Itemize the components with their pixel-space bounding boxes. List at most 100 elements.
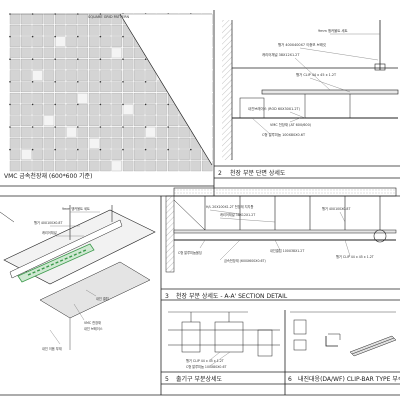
ceiling-tile xyxy=(100,81,111,93)
ceiling-tile xyxy=(168,138,179,149)
ceiling-tile xyxy=(21,115,32,126)
hanger-point-marker xyxy=(190,148,192,151)
ceiling-tile xyxy=(122,81,134,93)
ceiling-tile xyxy=(100,36,111,47)
ceiling-tile xyxy=(43,160,55,172)
iso-note-hanger: 행거 40X100X0.8T xyxy=(34,220,62,225)
ceiling-tile xyxy=(145,115,156,126)
iso-note-joint: 내진 이음 부재 xyxy=(42,346,62,351)
hanger-point-marker xyxy=(9,35,11,38)
ceiling-tile xyxy=(88,36,100,47)
ceiling-tile xyxy=(43,104,55,115)
hanger-point-marker xyxy=(144,81,147,83)
note-seismic-clip: 내진클립 100X38X1.2T xyxy=(270,248,304,253)
ceiling-tile xyxy=(122,59,134,70)
hanger-point-marker xyxy=(144,126,147,128)
concrete-slab xyxy=(173,187,397,197)
iso-note-brace: 내진 브레이스 xyxy=(84,326,103,331)
ceiling-tile xyxy=(9,70,21,81)
ceiling-tile xyxy=(43,92,55,104)
ceiling-tile xyxy=(88,149,100,160)
ceiling-tile xyxy=(9,126,21,138)
ceiling-tile xyxy=(122,70,134,81)
ceiling-tile xyxy=(43,115,55,126)
ceiling-tile xyxy=(66,59,77,70)
ceiling-tile xyxy=(9,59,21,70)
ceiling-tile xyxy=(55,149,66,160)
ceiling-tile xyxy=(134,104,145,115)
ceiling-tile xyxy=(66,126,77,138)
ceiling-tile xyxy=(100,70,111,81)
ceiling-tile xyxy=(21,138,32,149)
ceiling-tile xyxy=(179,149,190,160)
ceiling-tile xyxy=(111,104,122,115)
fixture-note-clip: 행거 CLIP 44 x 45 x 1.2T xyxy=(186,358,224,363)
iso-carrier xyxy=(9,219,123,279)
hanger-point-marker xyxy=(31,103,34,106)
ceiling-tile xyxy=(145,92,156,104)
ceiling-tile xyxy=(145,104,156,115)
ceiling-tile xyxy=(100,160,111,172)
ceiling-tile xyxy=(77,138,89,149)
ceiling-tile xyxy=(55,92,66,104)
ceiling-tile xyxy=(43,81,55,93)
ceiling-tile xyxy=(55,70,66,81)
note-ceiling-support: H/L 20X100X1.2T 천장재 지지틀 xyxy=(206,204,253,209)
ceiling-tile xyxy=(100,92,111,104)
ceiling-tile xyxy=(32,160,43,172)
hanger-point-marker xyxy=(167,148,169,151)
ceiling-tile xyxy=(21,36,32,47)
ceiling-tile xyxy=(77,36,89,47)
ceiling-tile xyxy=(9,138,21,149)
panel-2-title: 천장 부분 단면 상세도 xyxy=(230,169,286,177)
ceiling-tile xyxy=(77,25,89,36)
ceiling-tile xyxy=(43,59,55,70)
hanger-point-marker xyxy=(99,81,102,83)
ceiling-tile xyxy=(55,115,66,126)
ceiling-tile xyxy=(88,138,100,149)
ceiling-tile xyxy=(88,104,100,115)
hanger-point-marker xyxy=(122,148,124,151)
note-hanger: 행거 40X100X0.8T xyxy=(322,206,350,211)
ceiling-tile xyxy=(190,160,202,172)
ceiling-tile xyxy=(145,160,156,172)
ceiling-tile xyxy=(134,160,145,172)
carrier-rail xyxy=(173,229,397,234)
isometric-detail: 9mm 앵커볼트 세트 행거 40X100X0.8T 캐리어채널 내진 클립 V… xyxy=(0,205,156,351)
ceiling-tile xyxy=(122,92,134,104)
ceiling-tile xyxy=(32,126,43,138)
ceiling-tile xyxy=(55,25,66,36)
hanger-point-marker xyxy=(122,126,124,128)
carrier-channel xyxy=(261,89,399,95)
hanger-point-marker xyxy=(122,35,124,38)
hanger-point-marker xyxy=(31,81,34,83)
ceiling-tile xyxy=(100,149,111,160)
ceiling-tile xyxy=(77,104,89,115)
ceiling-tile xyxy=(77,149,89,160)
ceiling-tile xyxy=(21,149,32,160)
ceiling-tile xyxy=(111,81,122,93)
ceiling-tile xyxy=(55,36,66,47)
ceiling-tile xyxy=(43,36,55,47)
ceiling-tile xyxy=(145,81,156,93)
panel-6-title: 내진대응(DA/WF) CLIP-BAR TYPE 부속상세도 xyxy=(298,375,400,383)
panel-5-number: 5 xyxy=(165,376,169,383)
ceiling-tile xyxy=(43,138,55,149)
ceiling-tile xyxy=(88,92,100,104)
ceiling-tile xyxy=(66,81,77,93)
ceiling-tile xyxy=(168,149,179,160)
ceiling-tile xyxy=(55,138,66,149)
ceiling-tile xyxy=(32,115,43,126)
ceiling-tile xyxy=(88,115,100,126)
ceiling-tile xyxy=(32,149,43,160)
ceiling-tile xyxy=(66,70,77,81)
ceiling-tile xyxy=(168,160,179,172)
ceiling-tile xyxy=(9,36,21,47)
ceiling-tile xyxy=(32,47,43,59)
fixture-note-molding: C형 알루미늄 100X80X0.6T xyxy=(186,364,226,369)
note-brace: 내진브레이스 (ROD 60X30X1.2T) xyxy=(248,106,301,111)
ceiling-tile xyxy=(21,104,32,115)
ceiling-tile xyxy=(21,47,32,59)
ceiling-tile xyxy=(122,138,134,149)
ceiling-tile xyxy=(145,149,156,160)
